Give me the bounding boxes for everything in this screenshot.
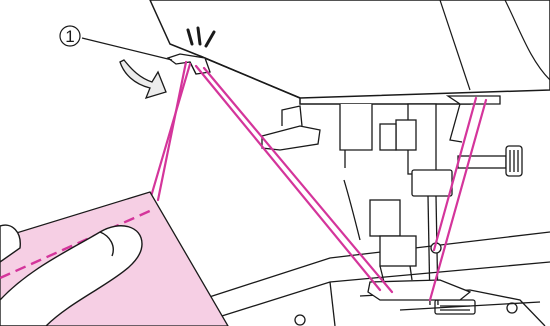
presser-foot [344, 180, 470, 300]
callout-leader [82, 38, 172, 60]
callout-number: 1 [65, 27, 74, 46]
pulling-arrow [120, 60, 166, 98]
callout-1: 1 [60, 26, 172, 60]
sewing-machine-head [150, 0, 550, 104]
thumb-screw [458, 146, 522, 176]
